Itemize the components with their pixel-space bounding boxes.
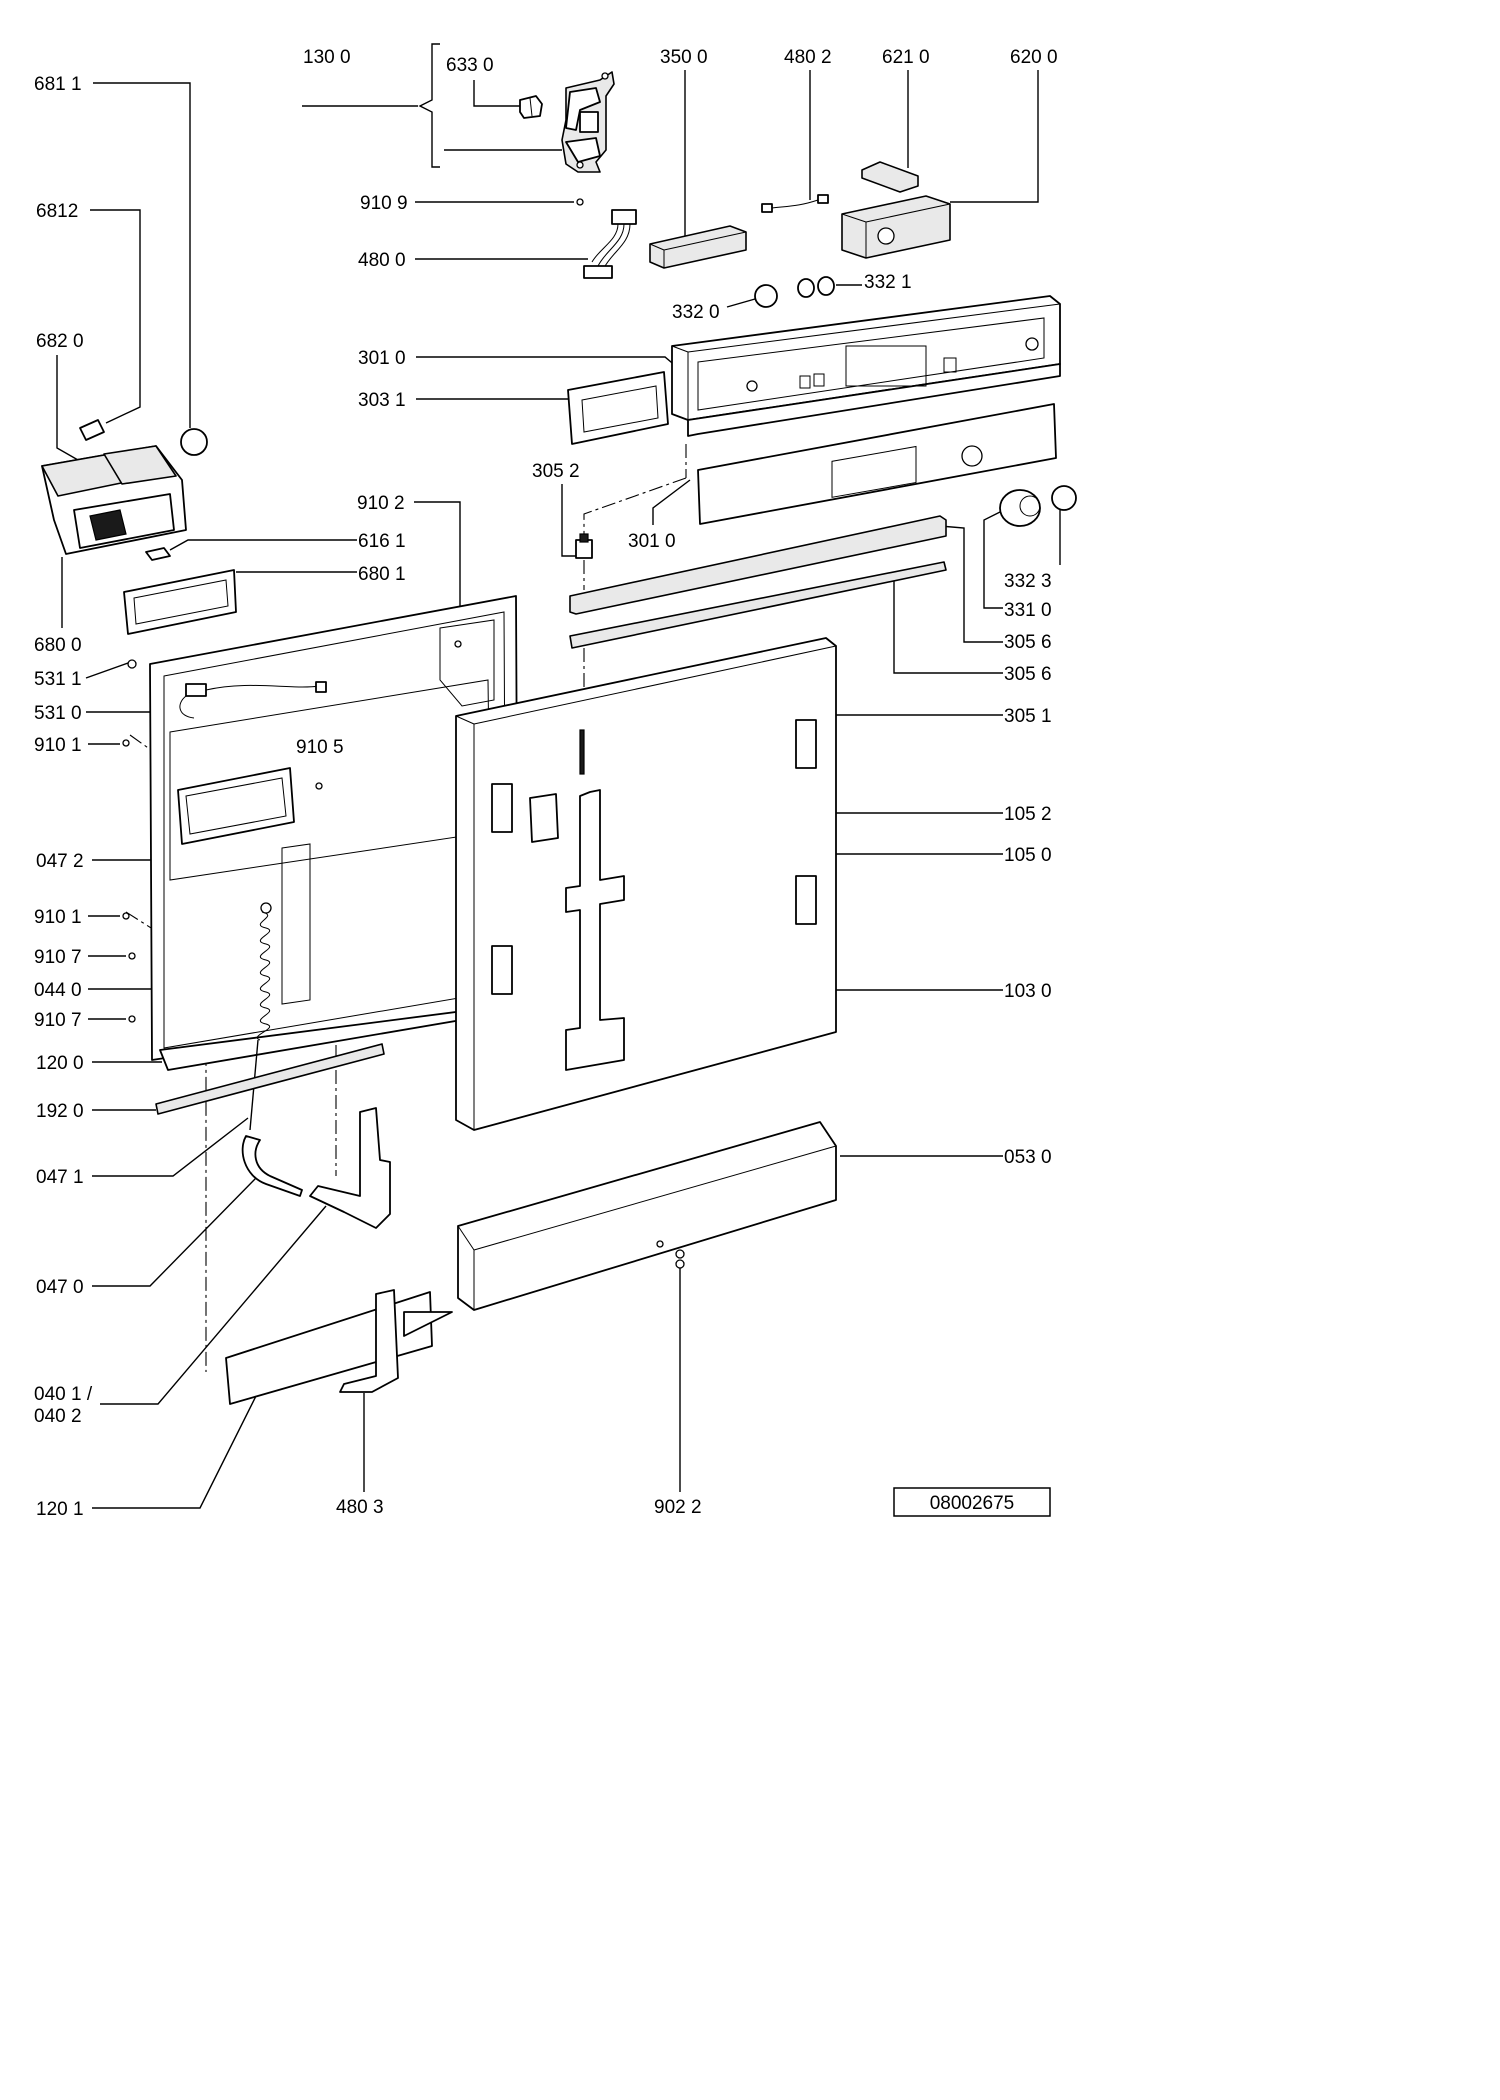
lower-rail [457,1121,837,1311]
label-305-2: 305 2 [532,461,580,482]
label-480-3: 480 3 [336,1497,384,1518]
label-621-0: 621 0 [882,47,930,68]
hinge-bracket [309,1107,391,1229]
programmer-unit [841,195,951,259]
label-047-1: 047 1 [36,1167,84,1188]
label-044-0: 044 0 [34,980,82,1001]
label-305-1: 305 1 [1004,706,1052,727]
wire-531-0 [179,681,327,719]
label-6812: 6812 [36,201,78,222]
knobs-332 [754,276,835,308]
label-331-0: 331 0 [1004,600,1052,621]
label-480-0: 480 0 [358,250,406,271]
cap-681-1 [180,428,208,456]
parts [41,71,1077,1405]
knob-331-0 [999,489,1041,527]
label-350-0: 350 0 [660,47,708,68]
label-120-1: 120 1 [36,1499,84,1520]
label-047-0: 047 0 [36,1277,84,1298]
label-303-1: 303 1 [358,390,406,411]
bar-192-0 [155,1043,385,1115]
rails-305-6 [569,515,947,649]
drawing-number: 08002675 [930,1493,1015,1514]
label-130-0: 130 0 [303,47,351,68]
label-682-0: 682 0 [36,331,84,352]
label-910-7-a: 910 7 [34,947,82,968]
gasket-680-1 [123,569,237,635]
label-910-5: 910 5 [296,737,344,758]
screw-910-9 [576,198,584,206]
control-module [649,225,747,269]
screw-902-2 [675,1249,685,1269]
label-332-0: 332 0 [672,302,720,323]
control-panel [671,295,1061,437]
label-902-2: 902 2 [654,1497,702,1518]
label-305-6-a: 305 6 [1004,632,1052,653]
label-332-3: 332 3 [1004,571,1052,592]
label-480-2: 480 2 [784,47,832,68]
label-103-0: 103 0 [1004,981,1052,1002]
label-910-2: 910 2 [357,493,405,514]
label-120-0: 120 0 [36,1053,84,1074]
timer-board [861,161,919,193]
lower-panel [225,1291,453,1405]
cable-480-2 [761,194,829,213]
part-labels: 681 1 130 0 633 0 350 0 480 2 621 0 620 … [34,47,1058,1520]
wiring-harness-480-0 [583,209,637,279]
microswitch [519,95,543,119]
knob-332-3 [1051,485,1077,511]
door-lock-assembly [561,71,615,173]
exploded-parts-diagram: 681 1 130 0 633 0 350 0 480 2 621 0 620 … [34,43,1077,1520]
label-910-7-b: 910 7 [34,1010,82,1031]
detergent-dispenser [41,419,187,555]
label-680-1: 680 1 [358,564,406,585]
hinge-pin [575,533,593,559]
label-332-1: 332 1 [864,272,912,293]
label-910-9: 910 9 [360,193,408,214]
label-105-2: 105 2 [1004,804,1052,825]
label-301-0-bottom: 301 0 [628,531,676,552]
outer-door [455,637,837,1131]
drawing-number-box: 08002675 [893,1487,1051,1517]
label-305-6-b: 305 6 [1004,664,1052,685]
front-fascia [697,403,1057,525]
label-531-0: 531 0 [34,703,82,724]
foot-480-3 [339,1289,399,1393]
label-620-0: 620 0 [1010,47,1058,68]
label-192-0: 192 0 [36,1101,84,1122]
label-531-1: 531 1 [34,669,82,690]
label-910-1-b: 910 1 [34,907,82,928]
screws [122,640,462,1023]
handle-insert [567,371,669,445]
label-301-0-top: 301 0 [358,348,406,369]
label-047-2: 047 2 [36,851,84,872]
label-040-2: 040 2 [34,1406,82,1427]
label-040-1: 040 1 / [34,1384,93,1405]
label-910-1-a: 910 1 [34,735,82,756]
label-633-0: 633 0 [446,55,494,76]
label-105-0: 105 0 [1004,845,1052,866]
label-680-0: 680 0 [34,635,82,656]
hinge-hook [241,1135,303,1197]
label-053-0: 053 0 [1004,1147,1052,1168]
seal-616-1 [145,547,171,561]
label-681-1: 681 1 [34,74,82,95]
label-616-1: 616 1 [358,531,406,552]
